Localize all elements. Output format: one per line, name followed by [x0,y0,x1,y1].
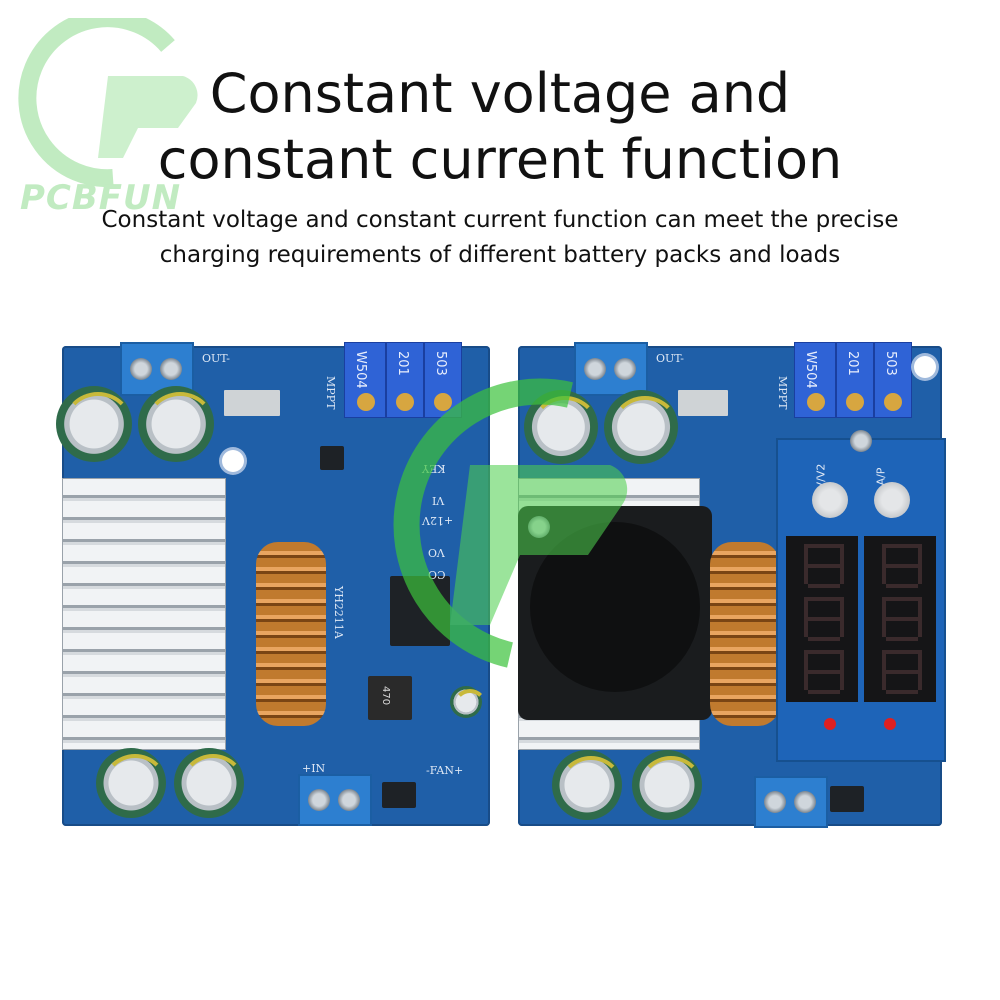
digit-segment [918,617,922,637]
input-terminal [754,776,828,828]
digit-segment [886,690,918,694]
digit-segment [918,544,922,564]
digit-segment [840,670,844,690]
heatsink [62,478,226,750]
potentiometer: W504 [344,342,386,418]
digit-segment [808,690,840,694]
digit-segment [808,544,840,548]
voltmeter-ammeter-display: V/V2 A/P [776,430,946,762]
logo-text: PCBFUN [20,178,182,218]
description-line2: charging requirements of different batte… [159,242,841,268]
digit-segment [882,597,886,617]
digit-segment [840,564,844,584]
right-pcb-board: OUT- W504 201 503 MPPT V/V2 A/P [518,342,946,828]
potentiometer: 503 [424,342,462,418]
silk-model: YH2211A [332,586,345,639]
capacitor [96,748,169,818]
digit-segment [840,650,844,670]
pcbfun-logo: PCBFUN [18,9,208,218]
watermark-logo-icon [393,378,628,668]
digit-segment [918,650,922,670]
capacitor [632,750,705,820]
digit-segment [886,544,918,548]
digit-segment [882,544,886,564]
power-inductor-470: 470 [368,676,412,720]
digit-segment [882,564,886,584]
digit-segment [808,670,840,674]
digit-segment [804,597,808,617]
digit-segment [886,650,918,654]
digit-segment [808,564,840,568]
digit-segment [886,617,918,621]
segment-digits [804,544,922,694]
digit-segment [918,597,922,617]
capacitor [604,390,681,464]
digit-segment [882,650,886,670]
digit-segment [886,564,918,568]
silk-mppt: MPPT [776,376,789,410]
page-title-line2: constant current function [157,128,843,191]
silk-in: +IN [302,762,326,775]
output-terminal [574,342,648,396]
current-button[interactable] [874,482,910,518]
silk-out: OUT- [656,352,684,365]
digit-segment [804,564,808,584]
digit-segment [886,637,918,641]
red-led [824,718,836,730]
red-led [884,718,896,730]
voltage-button[interactable] [812,482,848,518]
digit-segment [808,584,840,588]
digit-segment [808,650,840,654]
digit-segment [886,584,918,588]
potentiometer: 201 [836,342,874,418]
digit-segment [840,597,844,617]
silk-mppt: MPPT [324,376,337,410]
digit-segment [882,617,886,637]
page-title-line1: Constant voltage and [209,62,791,125]
description-line1: Constant voltage and constant current fu… [101,207,899,233]
digit-segment [804,617,808,637]
digit-segment [918,564,922,584]
digit-segment [808,637,840,641]
logo-mark-icon [18,9,198,188]
digit-segment [886,670,918,674]
digit-segment [804,650,808,670]
input-terminal [298,774,372,826]
inductor [710,542,780,726]
capacitor [552,750,625,820]
capacitor [138,386,216,462]
digit-segment [918,670,922,690]
potentiometer: W504 [794,342,836,418]
digit-segment [808,617,840,621]
potentiometer: 503 [874,342,912,418]
digit-segment [840,544,844,564]
silk-fan: -FAN+ [426,764,464,777]
digit-segment [886,597,918,601]
digit-segment [882,670,886,690]
potentiometer: 201 [386,342,424,418]
capacitor [56,386,134,462]
digit-segment [804,544,808,564]
digit-segment [840,617,844,637]
capacitor [174,748,247,818]
digit-segment [804,670,808,690]
silk-out: OUT- [202,352,230,365]
left-pcb-board: OUT- W504 201 503 MPPT YH2211A 470 KEY V… [56,342,490,826]
digit-segment [808,597,840,601]
inductor [256,542,326,726]
